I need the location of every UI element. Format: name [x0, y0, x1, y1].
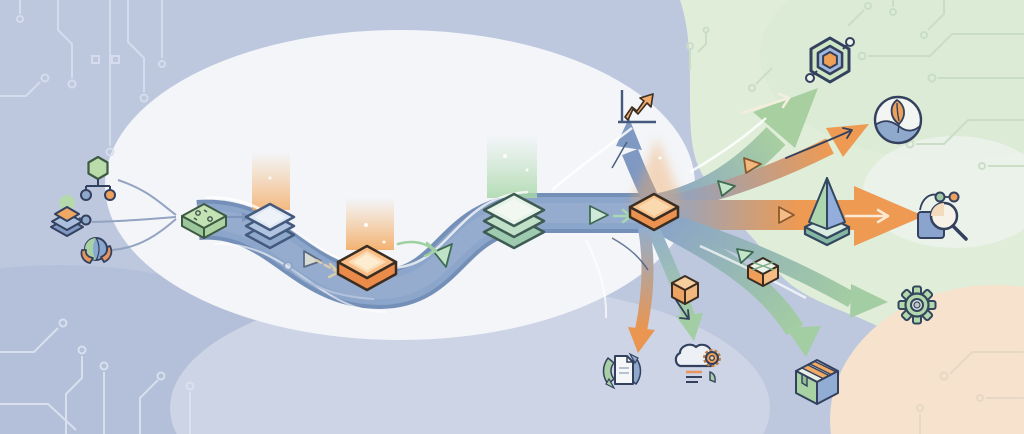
- circuit-node-decor: [283, 261, 375, 300]
- wireframe-cube-icon: [747, 257, 779, 287]
- beam-orange-stack: [252, 152, 290, 210]
- cube-branch-orange-icon: [628, 192, 680, 232]
- circuit-traces-bottom-left: [0, 318, 195, 434]
- gear-icon: [897, 285, 937, 325]
- triangle-gray: [303, 250, 322, 268]
- hands-globe-icon: [80, 237, 113, 264]
- branch-gear-arrow: [661, 212, 888, 318]
- document-recycle-icon: [602, 352, 642, 390]
- background-blob-white: [105, 30, 695, 340]
- glow-branch-cube: [630, 138, 684, 206]
- layer-stack-teal-icon: [482, 192, 546, 250]
- branch-arrows: [611, 88, 924, 357]
- triangle-green-2: [717, 180, 736, 197]
- trend-chart-icon: [618, 90, 656, 124]
- cube-small-icon: [671, 275, 699, 305]
- circuit-traces-top-right: [686, 0, 1024, 170]
- light-beams: [252, 136, 684, 250]
- hierarchy-nodes-icon: [80, 155, 116, 201]
- sparkle-dots: [268, 154, 662, 244]
- beam-green-stack: [487, 136, 537, 198]
- branch-cloud-arrow: [646, 223, 703, 341]
- cloud-gear-icon: [674, 343, 721, 383]
- circuit-traces-bottom-right: [916, 351, 1024, 434]
- circuit-traces-top-left: [0, 0, 166, 157]
- hexagon-module-icon: [805, 36, 855, 84]
- leaf-circle-icon: [873, 95, 923, 145]
- triangle-teal: [589, 205, 609, 225]
- beam-orange-cube: [346, 198, 394, 250]
- magnifier-data-icon: [917, 191, 968, 241]
- input-converge-lines: [91, 179, 177, 251]
- flow-triangles: [303, 157, 795, 268]
- branch-doc-arrow: [628, 226, 655, 353]
- chip-icon: [181, 203, 227, 239]
- triangle-green: [433, 243, 453, 268]
- triangle-orange-2: [778, 206, 795, 224]
- triangle-green-down: [736, 248, 754, 264]
- background-blob-peach: [830, 285, 1024, 434]
- layer-stack-blue-icon: [244, 202, 296, 250]
- triangle-orange: [743, 157, 762, 174]
- user-layers-icon: [50, 195, 92, 237]
- cube-orange-icon: [336, 244, 398, 292]
- pyramid-layers-icon: [803, 177, 851, 247]
- package-box-icon: [795, 359, 839, 405]
- thin-arrows: [224, 92, 890, 320]
- branch-package-arrow: [655, 215, 821, 357]
